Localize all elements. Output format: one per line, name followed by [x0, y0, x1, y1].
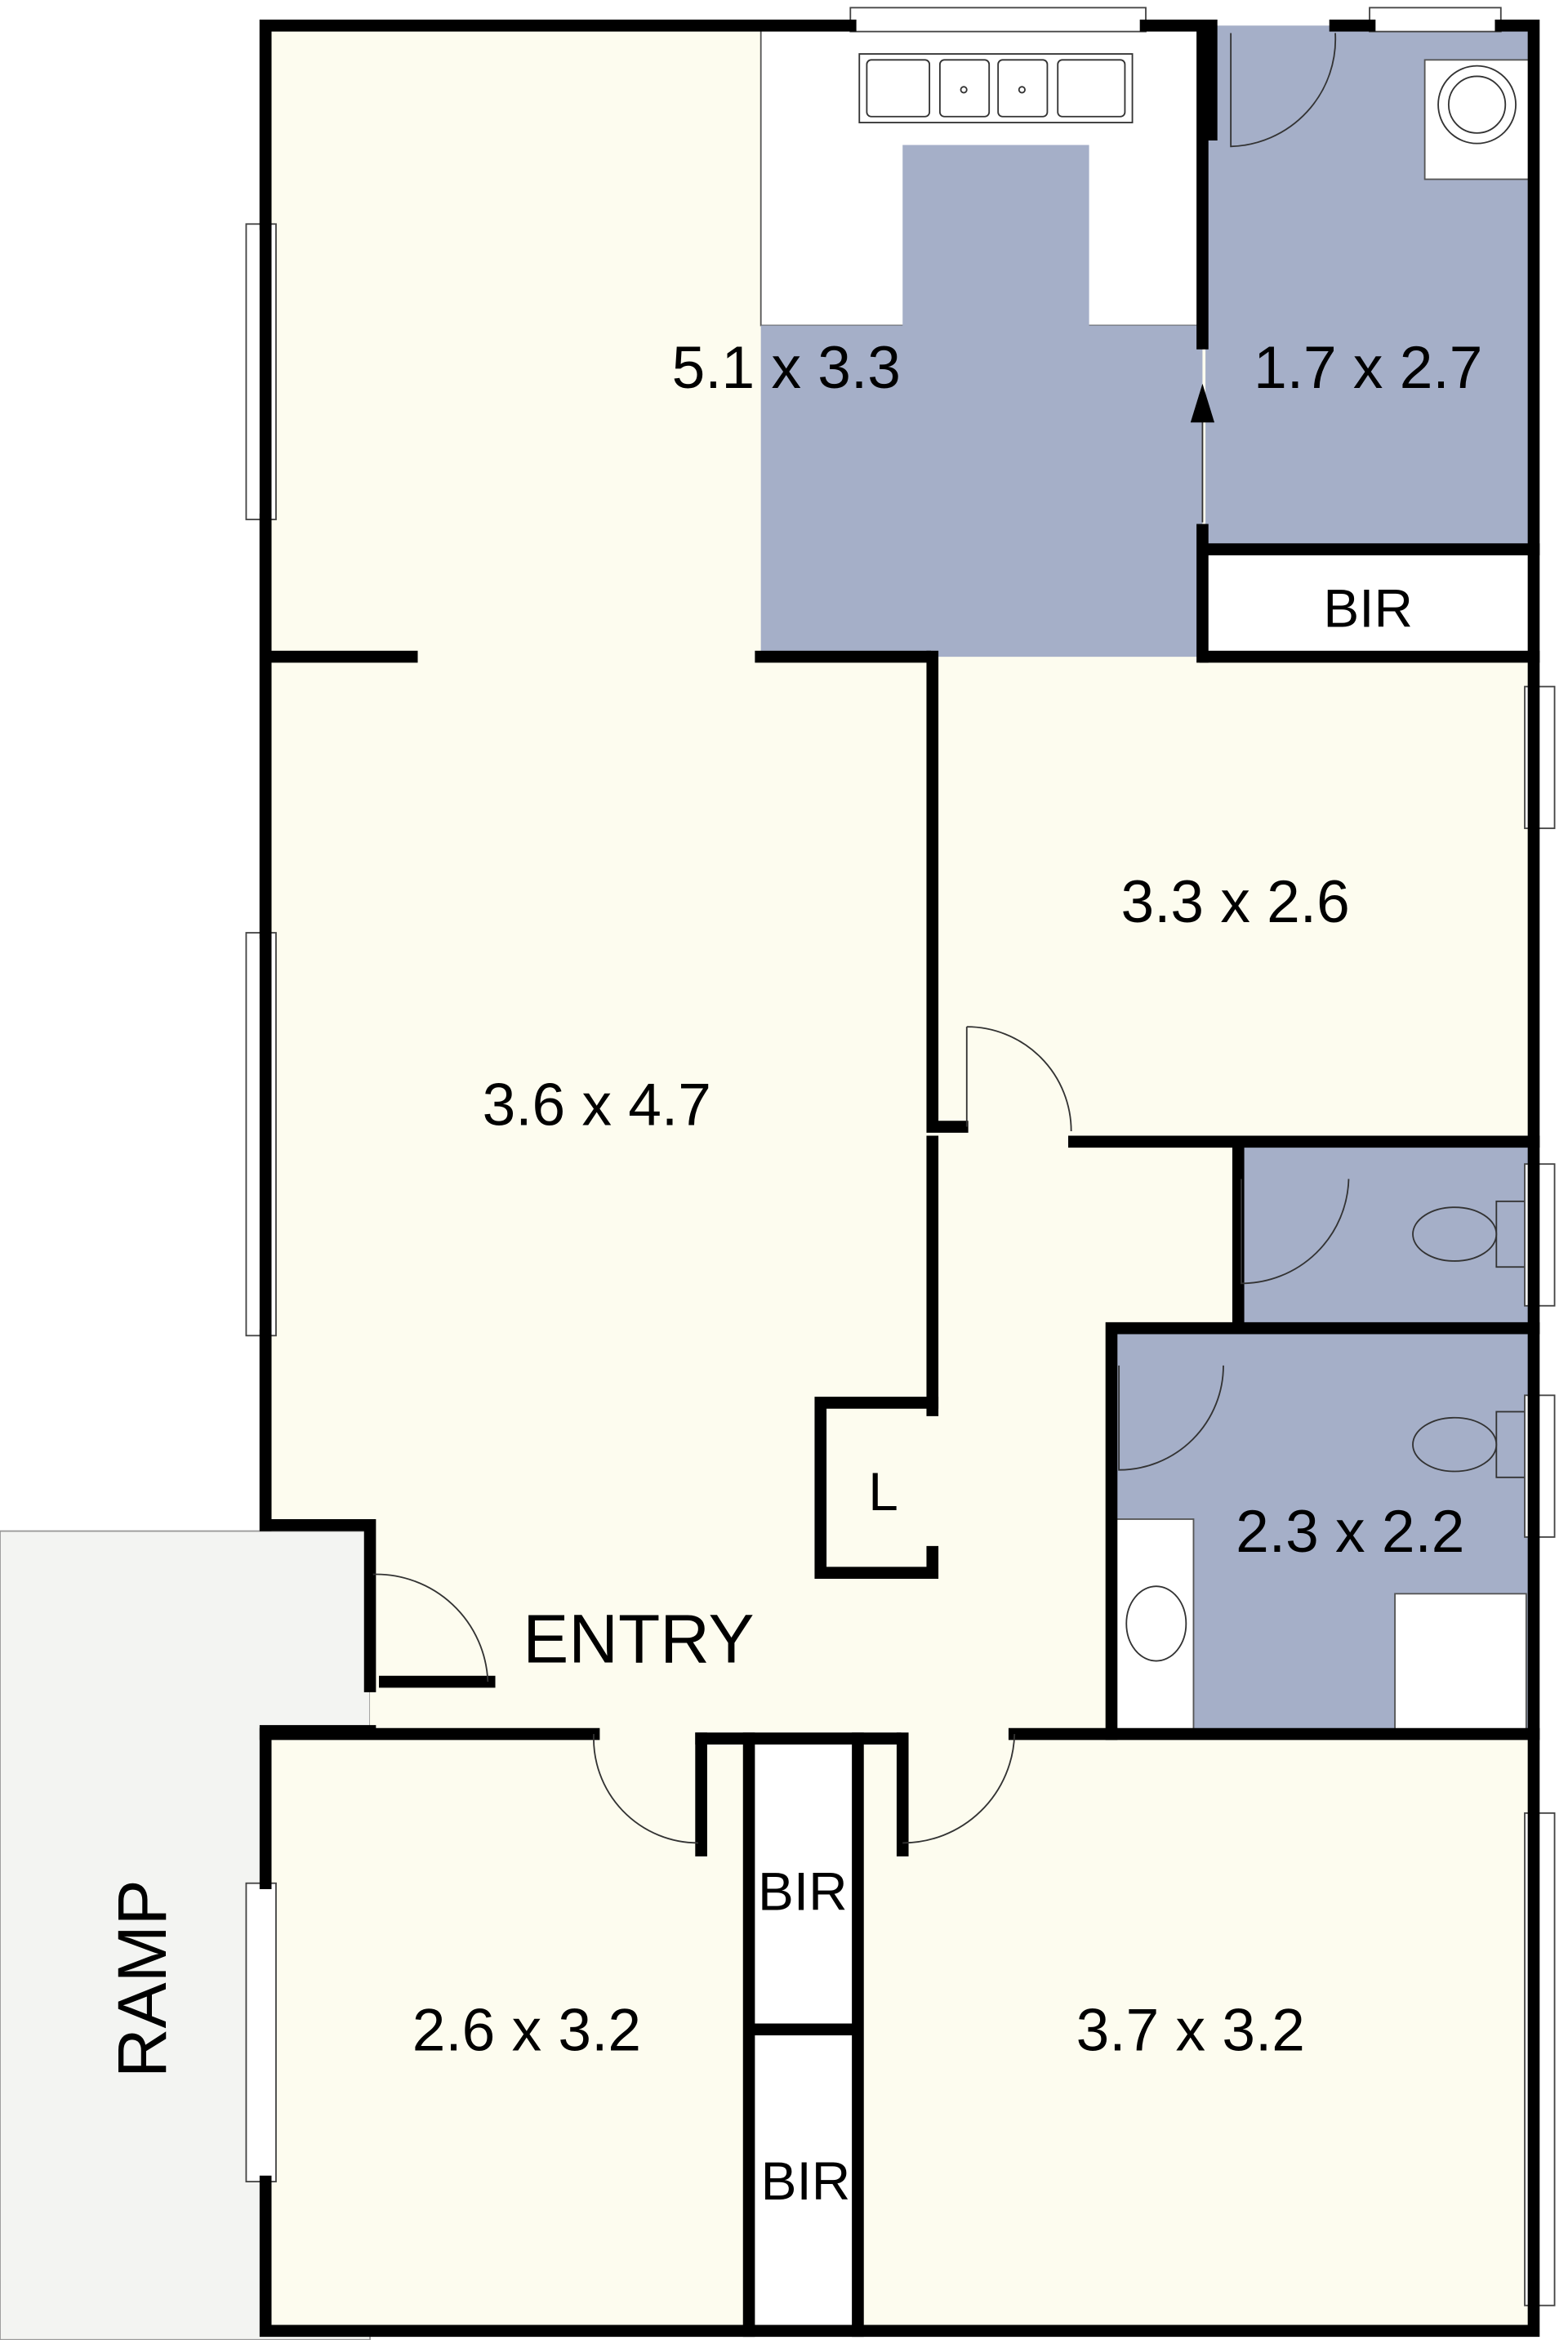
door-swings — [372, 33, 1350, 1844]
laundry-tub — [1423, 59, 1535, 181]
kitchen-floor — [760, 145, 1203, 657]
vanity — [1115, 1518, 1195, 1732]
room-label-bir-low: BIR — [761, 2151, 851, 2211]
ramp-label: RAMP — [104, 1879, 180, 2078]
room-label-bathroom: 2.3 x 2.2 — [1236, 1499, 1464, 1565]
room-label-linen: L — [868, 1461, 898, 1522]
room-label-living: 3.6 x 4.7 — [483, 1072, 711, 1139]
room-label-bedroom-1: 3.3 x 2.6 — [1120, 869, 1349, 935]
toilet-floor — [1238, 1141, 1534, 1326]
room-label-entry: ENTRY — [523, 1600, 754, 1677]
kitchen-sink — [858, 53, 1134, 123]
room-label-bir-mid: BIR — [758, 1861, 848, 1922]
walls — [259, 20, 1540, 2338]
arrow-icon — [1190, 383, 1215, 423]
room-label-bedroom-3: 3.7 x 3.2 — [1076, 1997, 1305, 2063]
room-label-bedroom-2: 2.6 x 3.2 — [412, 1997, 641, 2063]
room-label-bir-top: BIR — [1323, 578, 1413, 639]
room-label-kitchen: 5.1 x 3.3 — [672, 335, 901, 401]
room-label-laundry: 1.7 x 2.7 — [1254, 335, 1482, 401]
shower — [1394, 1593, 1527, 1732]
